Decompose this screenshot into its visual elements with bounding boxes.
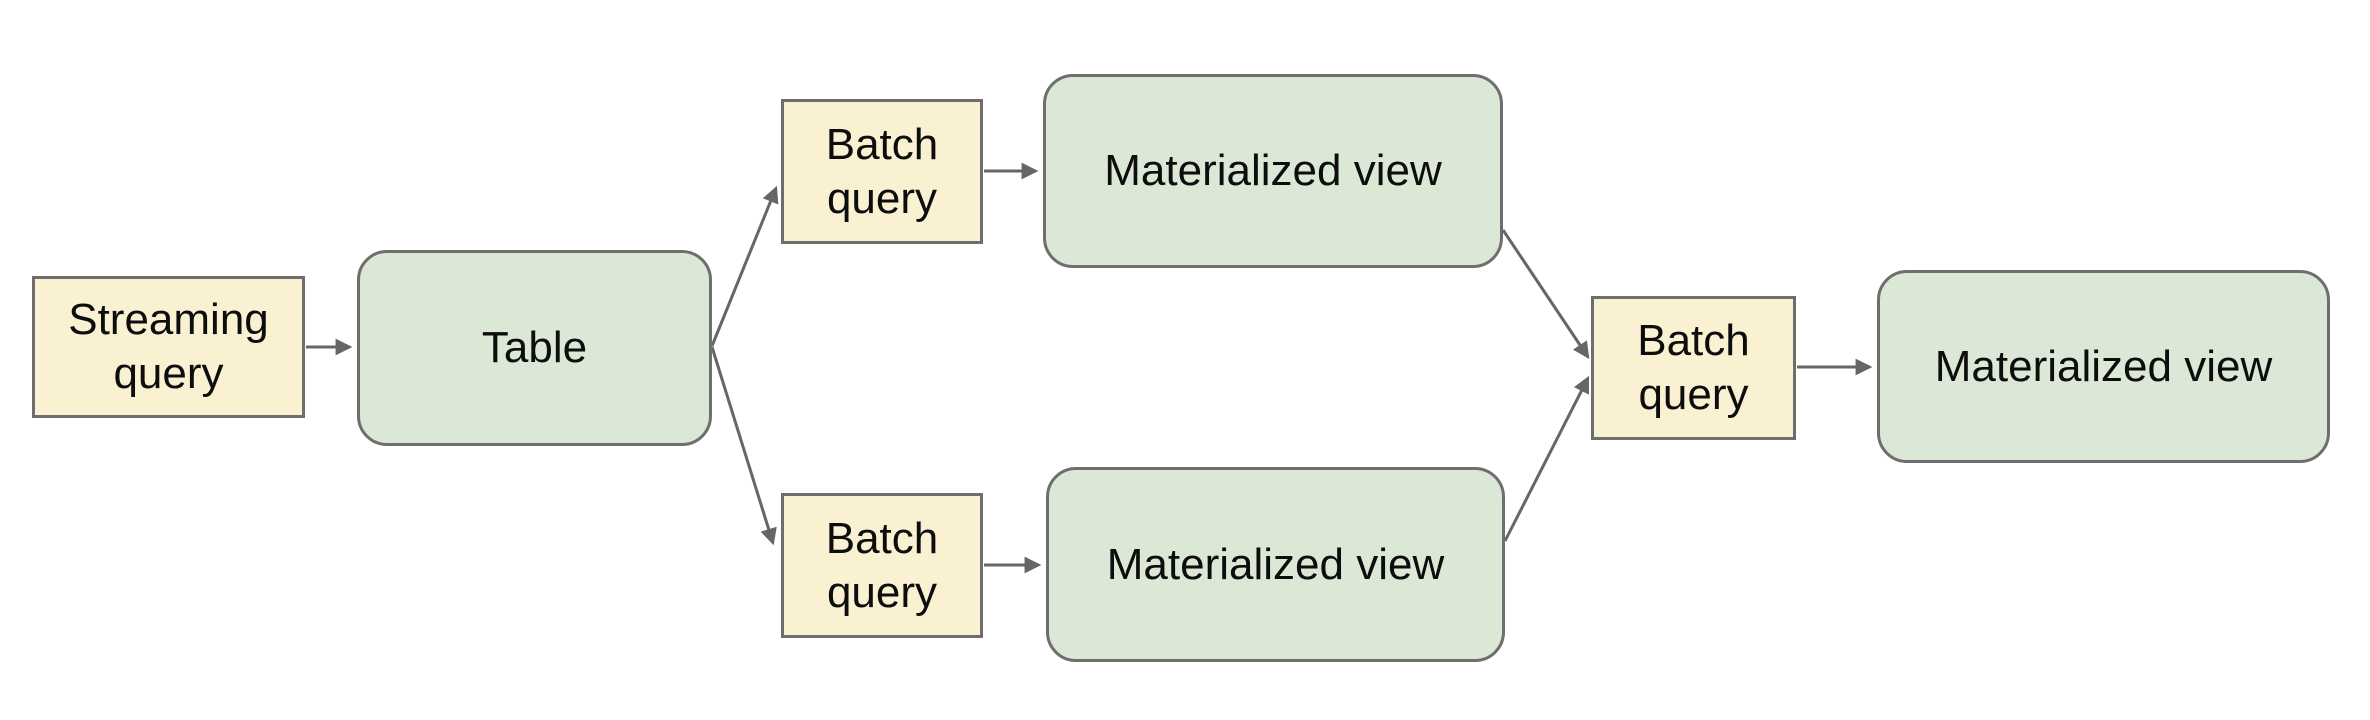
node-table: Table [357, 250, 712, 446]
edge-materialized-view-bottom-to-batch-query-right [1503, 375, 1590, 542]
node-streaming-query-label: Streaming query [68, 295, 269, 398]
edge-table-to-batch-query-top [710, 185, 779, 347]
edge-materialized-view-top-to-batch-query-right [1501, 229, 1590, 359]
node-batch-query-top-label: Batch query [825, 119, 939, 223]
node-materialized-view-top: Materialized view [1043, 74, 1503, 268]
node-materialized-view-bottom: Materialized view [1046, 467, 1505, 662]
node-batch-query-right-label: Batch query [1637, 316, 1750, 419]
node-materialized-view-bottom-label: Materialized view [1106, 539, 1445, 589]
node-streaming-query: Streaming query [32, 276, 305, 418]
edge-table-to-batch-query-bottom [710, 346, 777, 546]
node-materialized-view-right: Materialized view [1877, 270, 2330, 463]
node-batch-query-top: Batch query [781, 99, 983, 244]
node-table-label: Table [481, 323, 588, 373]
node-materialized-view-right-label: Materialized view [1934, 341, 2273, 391]
node-materialized-view-top-label: Materialized view [1104, 146, 1442, 196]
node-batch-query-bottom-label: Batch query [825, 513, 939, 617]
node-batch-query-bottom: Batch query [781, 493, 983, 638]
node-batch-query-right: Batch query [1591, 296, 1796, 440]
